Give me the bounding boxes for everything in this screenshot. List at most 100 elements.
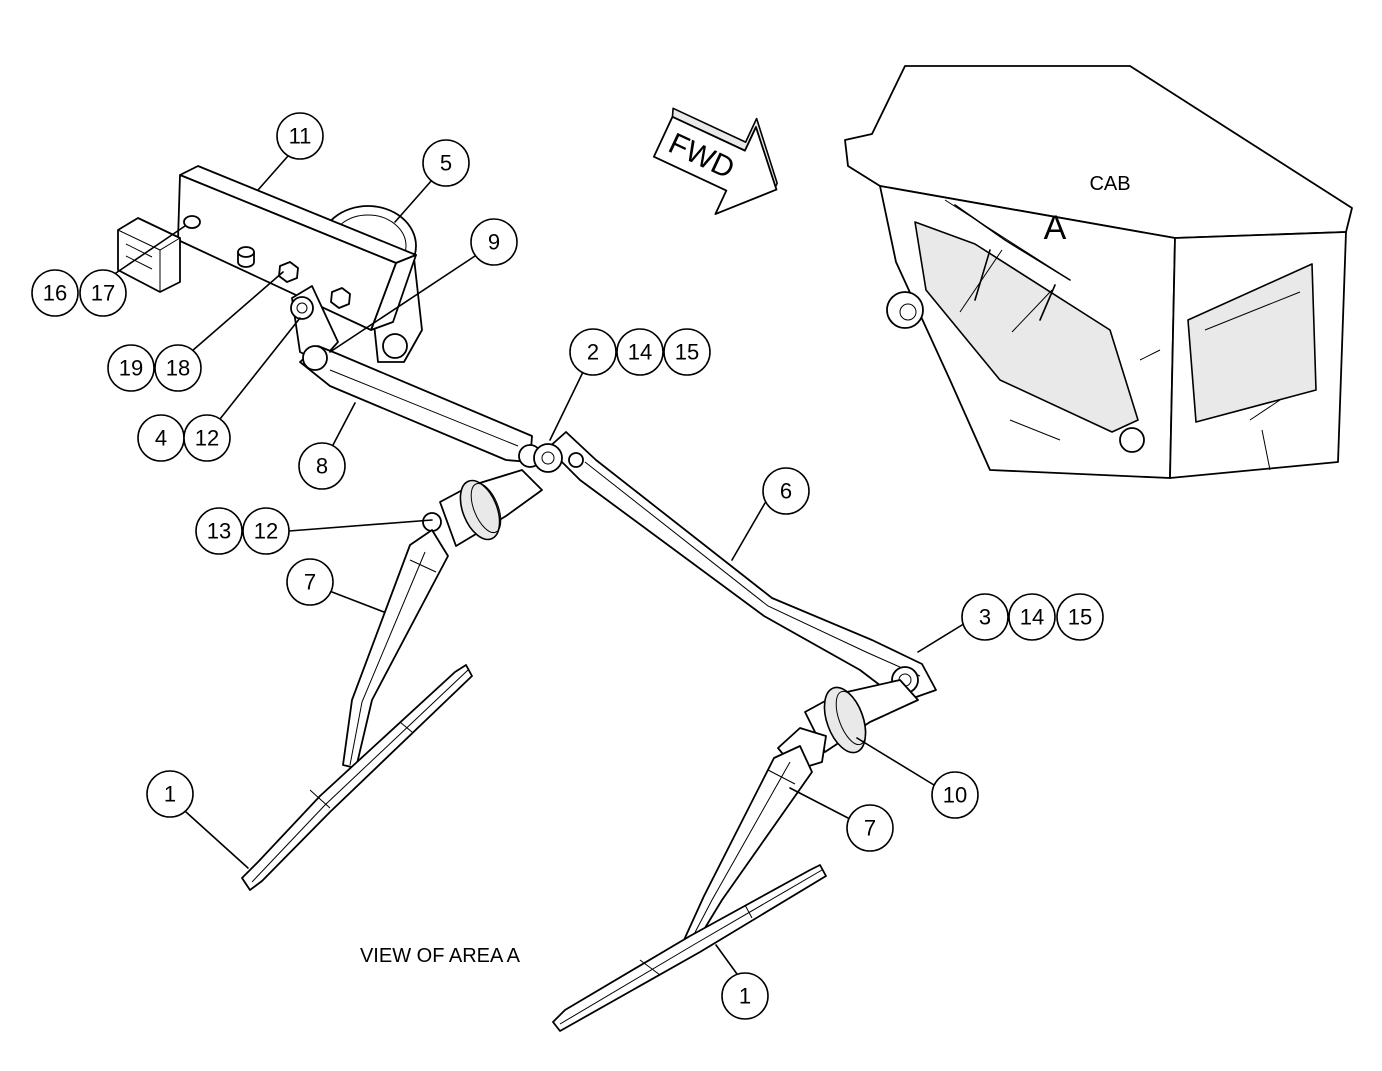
svg-text:16: 16: [43, 281, 67, 306]
left-wiper-arm-edge: [349, 551, 437, 766]
fwd-arrow: FWD: [652, 107, 778, 215]
leader-lines: [115, 155, 963, 975]
leader-line-8: [332, 402, 356, 446]
plate-stud-1: [183, 215, 201, 229]
connecting-link: [547, 431, 937, 703]
callout-9: 9: [470, 218, 518, 266]
cab-drawing: CAB A: [844, 65, 1353, 479]
svg-text:8: 8: [316, 454, 328, 479]
leader-line-2: [549, 371, 584, 441]
svg-text:7: 7: [864, 816, 876, 841]
area-a-label: A: [1044, 209, 1067, 247]
left-wiper-arm: [342, 529, 449, 769]
svg-text:14: 14: [1020, 605, 1044, 630]
svg-text:2: 2: [587, 340, 599, 365]
callout-2: 2: [569, 328, 617, 376]
callout-16: 16: [31, 269, 79, 317]
fwd-arrow-shape: [652, 115, 778, 215]
connecting-link-bar: [547, 431, 937, 703]
pivot-2-nut: [533, 443, 563, 473]
leader-line-18: [191, 271, 284, 352]
cab-label: CAB: [1089, 173, 1130, 195]
svg-text:5: 5: [440, 151, 452, 176]
leader-line-7-left: [331, 591, 385, 613]
view-caption: VIEW OF AREA A: [360, 945, 521, 967]
leader-line-12-upper: [219, 317, 301, 420]
svg-text:7: 7: [304, 570, 316, 595]
callout-1-left: 1: [146, 770, 194, 818]
svg-text:17: 17: [91, 281, 115, 306]
svg-text:12: 12: [254, 519, 278, 544]
pivot-2-bolt: [568, 452, 584, 468]
svg-text:1: 1: [164, 782, 176, 807]
svg-text:19: 19: [119, 356, 143, 381]
leader-line-17: [115, 225, 186, 274]
callout-7-left: 7: [286, 558, 334, 606]
callouts: 11 5 9 16 17 19 18 4 12 2 14 15 8 13 12 …: [31, 112, 1104, 1020]
svg-text:4: 4: [155, 426, 167, 451]
right-wiper: [552, 745, 827, 1032]
callout-11: 11: [276, 112, 324, 160]
connector-edges: [117, 229, 181, 292]
leader-line-10: [856, 737, 935, 786]
svg-text:15: 15: [675, 340, 699, 365]
plate-nut-upper: [330, 287, 351, 309]
left-grommet: [459, 479, 501, 541]
callout-1-right: 1: [721, 972, 769, 1020]
callout-12-lower: 12: [242, 507, 290, 555]
svg-text:9: 9: [488, 230, 500, 255]
pivot-2-inner: [541, 451, 555, 465]
leader-line-1-left: [185, 811, 249, 869]
svg-text:14: 14: [628, 340, 652, 365]
plate-stud-2-top: [237, 246, 255, 258]
left-arm-nut: [422, 512, 442, 532]
right-wiper-blade: [552, 864, 827, 1032]
cab-mount-ring-inner: [899, 303, 917, 321]
drive-link: [299, 345, 533, 463]
callout-18: 18: [154, 344, 202, 392]
callout-10: 10: [931, 771, 979, 819]
crank-and-link: [290, 285, 533, 463]
callout-13: 13: [195, 507, 243, 555]
drive-link-pivot: [302, 345, 328, 371]
cab-wiper-linkage: [954, 204, 1071, 321]
right-wiper-blade-edge: [559, 869, 823, 1025]
svg-text:11: 11: [289, 124, 312, 149]
left-grommet-rib: [470, 482, 502, 534]
leader-line-12-lower: [288, 519, 433, 532]
svg-text:3: 3: [979, 605, 991, 630]
callout-14-upper: 14: [616, 328, 664, 376]
callout-15-upper: 15: [663, 328, 711, 376]
callout-14-lower: 14: [1008, 593, 1056, 641]
left-pivot-assembly: [422, 443, 584, 547]
svg-text:6: 6: [780, 479, 792, 504]
svg-text:15: 15: [1068, 605, 1092, 630]
leader-line-3: [917, 624, 963, 653]
leader-line-5: [394, 179, 433, 223]
callout-17: 17: [79, 269, 127, 317]
right-grommet-rib: [835, 690, 867, 746]
crank-pivot-inner: [296, 302, 308, 314]
callout-5: 5: [422, 139, 470, 187]
drive-link-edge: [329, 369, 519, 447]
callout-8: 8: [298, 442, 346, 490]
svg-text:18: 18: [166, 356, 190, 381]
callout-19: 19: [107, 344, 155, 392]
crank-pivot-nut: [290, 296, 314, 320]
svg-text:13: 13: [207, 519, 231, 544]
callout-3: 3: [961, 593, 1009, 641]
callout-15-lower: 15: [1056, 593, 1104, 641]
leader-line-9: [329, 255, 476, 353]
svg-text:12: 12: [195, 426, 219, 451]
leader-line-6: [731, 502, 766, 561]
svg-text:10: 10: [943, 783, 967, 808]
left-wiper: [241, 529, 473, 891]
connecting-link-edge: [584, 461, 921, 677]
leader-line-11: [257, 155, 289, 191]
leader-line-7-right: [789, 787, 849, 819]
cab-front-window: [914, 221, 1139, 433]
cab-mount-ring: [886, 291, 924, 329]
wiper-motor-assembly: [117, 165, 423, 363]
cab-mount-ring-lower: [1119, 427, 1145, 453]
